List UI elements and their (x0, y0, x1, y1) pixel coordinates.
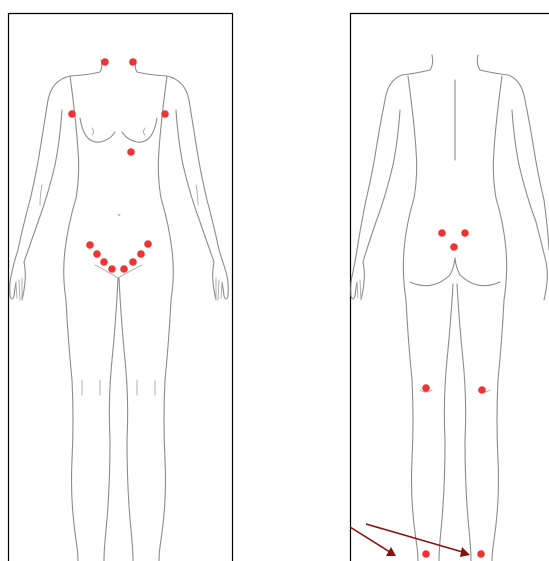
back-arrows (350, 524, 470, 557)
back-marker-knee-left (422, 384, 430, 392)
arrow-head-left-heel (386, 547, 396, 556)
arrow-to-right-heel (366, 524, 466, 553)
back-view-frame (351, 14, 549, 561)
arrow-to-left-heel (350, 527, 393, 554)
back-marker-sacral-center (450, 243, 458, 251)
back-marker-sacral-right (461, 229, 469, 237)
arrow-head-right-heel (460, 547, 470, 557)
back-marker-knee-right (478, 386, 486, 394)
back-marker-heel-right (477, 550, 485, 558)
back-markers (422, 229, 486, 558)
back-body-outline (351, 55, 549, 561)
back-marker-sacral-left (438, 229, 446, 237)
back-marker-heel-left (422, 550, 430, 558)
